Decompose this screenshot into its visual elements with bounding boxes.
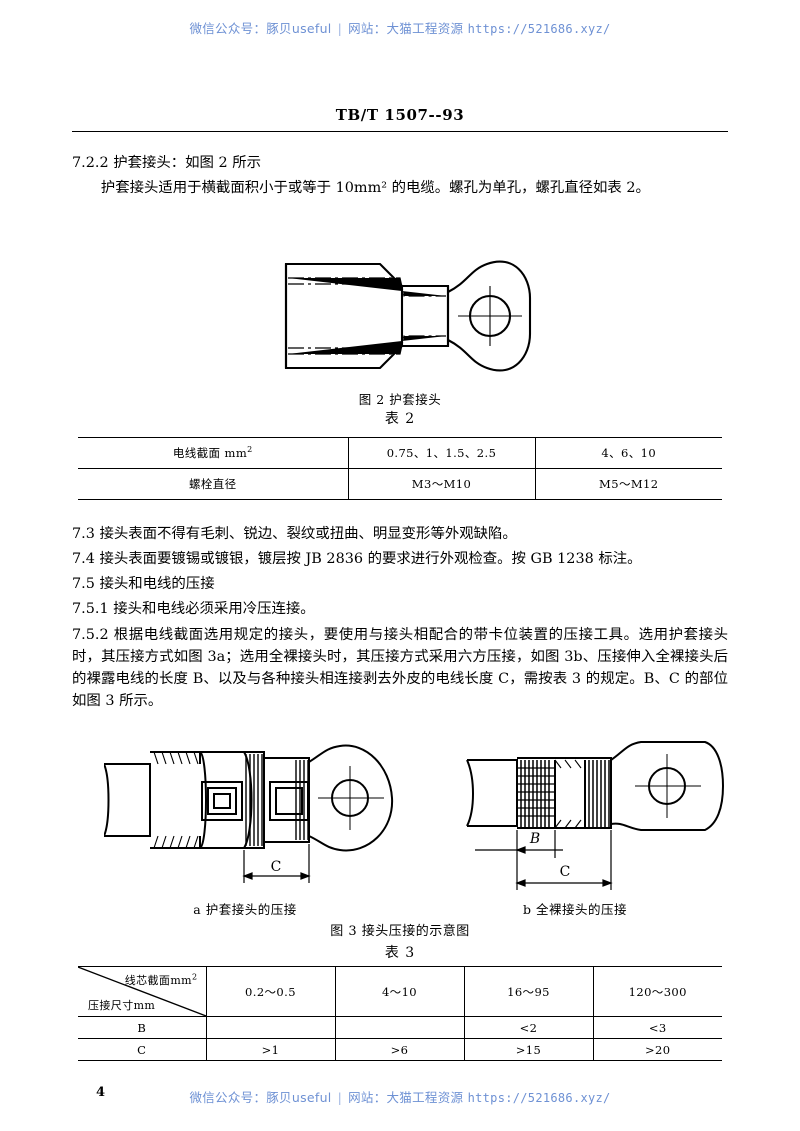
diagonal-divider-icon: [78, 967, 205, 1016]
watermark-bottom-separator: |: [337, 1090, 343, 1105]
section-7-2-2-heading: 7.2.2 护套接头：如图 2 所示: [72, 155, 262, 171]
header-rule: [72, 131, 728, 132]
figure-2-caption: 图 2 护套接头: [358, 392, 442, 407]
table-row: 螺栓直径 M3～M10 M5～M12: [78, 468, 722, 500]
watermark-bottom-site-name: 大猫工程资源: [386, 1090, 464, 1105]
table-3-row-c-value-3: >20: [592, 1038, 722, 1061]
watermark-bottom-url: https://521686.xyz/: [467, 1091, 611, 1105]
table-3-column-header-1: 4～10: [334, 966, 465, 1017]
table-3-column-header-3: 120～300: [592, 966, 722, 1017]
figure-3a-dim-c-label: C: [271, 859, 282, 875]
figure-3b-bare-crimp: B C: [455, 738, 755, 907]
table-2-row-1-label: 螺栓直径: [78, 468, 349, 500]
section-7-5: 7.5 接头和电线的压接: [72, 576, 215, 592]
figure-3a-caption: a 护套接头的压接: [193, 902, 297, 917]
watermark-bottom-wechat-name: 豚贝useful: [266, 1090, 332, 1105]
watermark-top: 微信公众号：豚贝useful | 网站：大猫工程资源 https://521686.…: [0, 18, 800, 37]
figure-3b-dim-c-label: C: [560, 864, 571, 880]
figure-3a-sleeve-crimp: C: [103, 738, 404, 902]
watermark-bottom: 微信公众号：豚贝useful | 网站：大猫工程资源 https://521686.…: [0, 1087, 800, 1106]
section-7-5-1: 7.5.1 接头和电线必须采用冷压连接。: [72, 601, 315, 617]
table-3-row-b-label: B: [78, 1016, 207, 1039]
section-7-5-2: 7.5.2 根据电线截面选用规定的接头，要使用与接头相配合的带卡位装置的压接工具…: [72, 627, 728, 709]
table-3-caption: 表 3: [384, 945, 416, 961]
table-2-row-0-label-text: 电线截面 mm: [172, 446, 248, 460]
table-3-row-b-value-2: <2: [463, 1016, 594, 1039]
figure-3b-caption: b 全裸接头的压接: [523, 902, 627, 917]
watermark-separator: |: [337, 21, 343, 36]
table-2-row-0-label-sup: 2: [247, 445, 253, 455]
figure-3-caption: 图 3 接头压接的示意图: [330, 924, 470, 939]
table-3-diagonal-header: 线芯截面mm2 压接尺寸mm: [78, 966, 207, 1017]
table-3-row-b-value-0: [205, 1016, 336, 1039]
table-row: 电线截面 mm2 0.75、1、1.5、2.5 4、6、10: [78, 437, 722, 469]
table-3-row-b-value-1: [334, 1016, 465, 1039]
figure-2-svg: [284, 260, 532, 372]
table-3-column-header-0: 0.2～0.5: [205, 966, 336, 1017]
table-3-row-c-value-0: >1: [205, 1038, 336, 1061]
table-3-row-b-value-3: <3: [592, 1016, 722, 1039]
table-2: 电线截面 mm2 0.75、1、1.5、2.5 4、6、10 螺栓直径 M3～M…: [78, 437, 722, 500]
table-3-header-row-label: 压接尺寸mm: [88, 999, 156, 1012]
watermark-bottom-site-label: 网站：: [348, 1090, 387, 1105]
watermark-site-label: 网站：: [348, 21, 387, 36]
section-7-2-2-body: 护套接头适用于横截面积小于或等于 10mm² 的电缆。螺孔为单孔，螺孔直径如表 …: [100, 180, 650, 196]
table-3: 线芯截面mm2 压接尺寸mm 0.2～0.5 4～10 16～95 120～30…: [78, 966, 722, 1061]
table-row: C >1 >6 >15 >20: [78, 1038, 722, 1061]
table-3-header-column-label-text: 线芯截面mm: [124, 974, 192, 987]
table-2-row-1-col1: M3～M10: [347, 468, 536, 500]
table-3-header-row: 线芯截面mm2 压接尺寸mm 0.2～0.5 4～10 16～95 120～30…: [78, 966, 722, 1017]
table-3-row-c-value-2: >15: [463, 1038, 594, 1061]
table-3-row-c-label: C: [78, 1038, 207, 1061]
table-row: B <2 <3: [78, 1016, 722, 1039]
table-3-header-column-label: 线芯截面mm2: [125, 972, 198, 988]
section-7-4: 7.4 接头表面要镀锡或镀银，镀层按 JB 2836 的要求进行外观检查。按 G…: [72, 551, 642, 567]
table-3-row-c-value-1: >6: [334, 1038, 465, 1061]
section-7-3: 7.3 接头表面不得有毛刺、锐边、裂纹或扭曲、明显变形等外观缺陷。: [72, 526, 517, 542]
table-2-row-0-col1: 0.75、1、1.5、2.5: [347, 437, 536, 469]
figure-3a-svg: C: [103, 744, 394, 883]
watermark-url: https://521686.xyz/: [467, 22, 611, 36]
watermark-bottom-wechat-label: 微信公众号：: [189, 1090, 267, 1105]
watermark-wechat-name: 豚贝useful: [266, 21, 332, 36]
table-2-row-1-col2: M5～M12: [534, 468, 722, 500]
watermark-wechat-label: 微信公众号：: [189, 21, 267, 36]
page-number: 4: [96, 1085, 106, 1100]
table-3-header-column-label-sup: 2: [192, 972, 198, 982]
table-2-caption: 表 2: [384, 411, 416, 427]
standard-code-title: TB/T 1507--93: [335, 106, 465, 124]
table-3-column-header-2: 16～95: [463, 966, 594, 1017]
table-2-row-0-col2: 4、6、10: [534, 437, 722, 469]
figure-3b-dim-b-label: B: [529, 831, 540, 847]
figure-2-sleeve-terminal: [272, 252, 532, 384]
table-2-row-0-label: 电线截面 mm2: [78, 437, 349, 469]
figure-3b-svg: B C: [466, 741, 725, 890]
watermark-site-name: 大猫工程资源: [386, 21, 464, 36]
